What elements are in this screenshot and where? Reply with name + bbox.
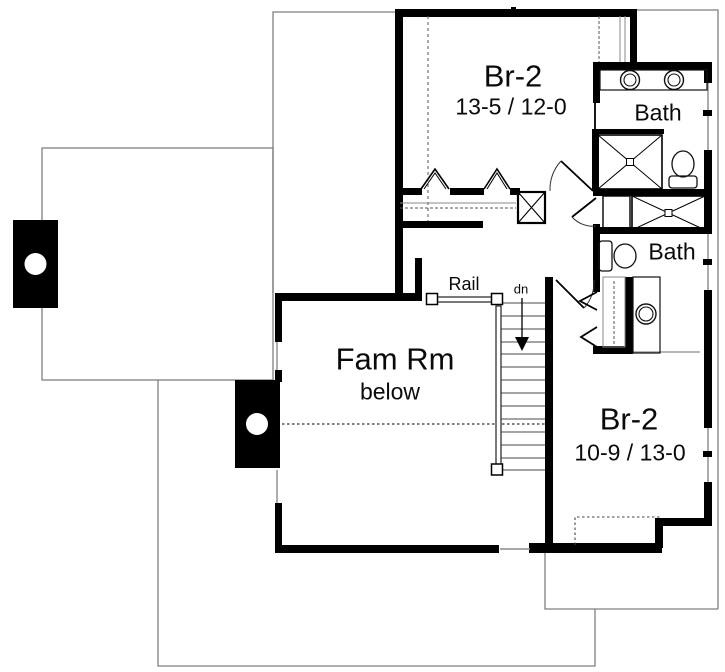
outline-left-wing [41,147,274,381]
wall-closet-front-a [395,188,422,195]
wall-stair-east [545,277,553,548]
stairs-down-label: dn [513,281,529,297]
bifold-doors [420,167,598,348]
outline-upper-right [637,9,719,609]
outline-upper-left [272,11,398,293]
rail-post-1 [425,292,439,306]
chimneys [13,220,280,468]
wall-closet-back [395,221,483,228]
sink-icon [619,69,641,91]
wall-right-b [704,150,712,234]
closet-chase [516,190,547,225]
room-label-family-room: Fam Rm [335,341,455,377]
rail-label: Rail [448,274,480,294]
wall-bath-top-left-b [592,129,599,190]
bifold-closet-top-a [420,167,450,190]
windows [276,7,712,550]
room-label-bath-mid: Bath [648,238,696,265]
wall-bottom-bedroom [529,543,662,553]
wall-famrm-top-return [415,258,422,300]
room-dims-bedroom-bottom: 10-9 / 13-0 [574,439,686,466]
rail-horizontal [436,296,493,303]
wall-vanity-mid-divider [625,277,633,353]
door-bedroom-bottom [555,279,595,309]
outline-lower-wing [157,380,596,667]
chimney-center-flue [246,413,268,435]
attic-access-dashed [574,516,662,545]
wall-right-c [704,290,712,428]
wall-between-baths [593,189,712,196]
room-dims-bedroom-top: 13-5 / 12-0 [455,93,567,120]
wall-closet-front-c [510,188,520,195]
toilet-mid-bath [598,240,637,272]
walls [275,9,712,553]
linen-closet-mid [602,276,626,348]
window-tick-2 [703,259,712,265]
rail-vertical [495,305,502,467]
shower-mid-bath [631,195,706,231]
vanity-mid-bath [632,276,661,354]
wall-vanity-top-bath [593,62,712,70]
wall-bottom-famrm [275,545,499,553]
toilet-top-bath [668,150,698,189]
dashed-lines [282,16,700,545]
wall-right-a [704,62,712,83]
bifold-closet-top-b [483,167,511,190]
wall-famrm-left-a [275,293,282,342]
shower-seat [602,195,631,231]
chimney-left-flue [24,253,47,275]
bifold-closet-mid-a [578,291,598,311]
wall-chase [630,9,637,66]
door-bath-mid [571,197,597,227]
window-tick-3 [703,451,712,457]
staircase [425,292,545,476]
wall-closet-front-b [450,188,484,195]
room-label-bedroom-bottom: Br-2 [599,401,659,437]
wall-right-d [704,482,712,526]
doors [549,100,597,309]
wall-shower-top [592,129,664,134]
down-arrow-head [515,337,529,351]
bifold-closet-mid-b [579,326,598,348]
wall-famrm-left-c [275,503,282,553]
window-tick-top [511,7,516,15]
room-note-family-room: below [359,378,421,405]
wall-famrm-left-b [275,370,282,382]
wall-notch-vert [655,518,663,548]
vanity-top-bath [599,69,708,91]
sink-icon [635,303,657,325]
wall-vanity-mid-bottom [593,346,633,354]
window-tick-1 [703,110,712,116]
rail-post-2 [490,292,504,306]
wall-bath-top-left-a [593,62,600,103]
wall-notch-horiz [655,518,710,526]
sink-icon [663,69,685,91]
wall-famrm-top [275,293,422,301]
exterior-outline [41,9,719,667]
room-label-bedroom-top: Br-2 [483,58,543,94]
bath-fixtures [598,69,708,354]
room-label-bath-top: Bath [634,99,682,126]
x-fixtures [516,134,706,231]
door-bedroom-top [549,160,594,192]
outline-lower-right [544,553,718,610]
wall-left-bedroom-top [395,9,403,300]
wall-hall-bath-mid [593,224,600,292]
shower-top-bath [597,134,663,190]
rail-post-3 [490,463,504,476]
